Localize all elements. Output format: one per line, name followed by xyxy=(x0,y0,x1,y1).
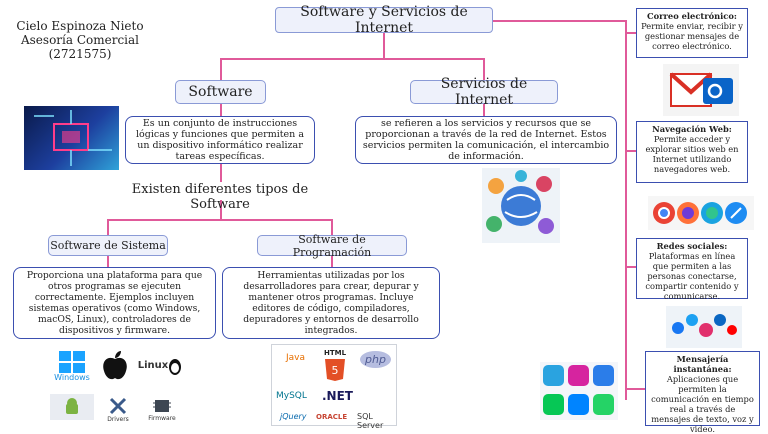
programming-logos: Java HTML 5 php MySQL .NET jQuery ORACLE… xyxy=(271,344,397,430)
apple-logo xyxy=(97,348,133,384)
redes-box: Redes sociales: Plataformas en línea que… xyxy=(636,238,748,301)
oracle-logo: ORACLE xyxy=(316,413,348,421)
drivers-logo: Drivers xyxy=(102,392,134,426)
connector xyxy=(331,256,333,267)
connector xyxy=(220,104,222,116)
servicios-description: se refieren a los servicios y recursos q… xyxy=(355,116,617,164)
connector xyxy=(625,266,636,268)
author-role: Asesoría Comercial xyxy=(20,33,140,47)
mensajeria-title: Mensajería instantánea: xyxy=(673,354,732,374)
author-name: Cielo Espinoza Nieto xyxy=(16,19,144,33)
mensajeria-box: Mensajería instantánea: Aplicaciones que… xyxy=(645,351,760,434)
programacion-node: Software de Programación xyxy=(257,233,407,259)
dotnet-logo: .NET xyxy=(322,389,353,403)
author-code: (2721575) xyxy=(48,47,112,61)
sqlserver-logo: SQL Server xyxy=(357,412,384,430)
types-heading: Existen diferentes tipos de Software xyxy=(131,182,309,212)
linux-logo: Linux xyxy=(136,352,184,378)
connector xyxy=(625,32,636,34)
sistema-node: Software de Sistema xyxy=(48,235,168,256)
software-node: Software xyxy=(175,80,266,104)
connector xyxy=(220,58,484,60)
mensajeria-text: Aplicaciones que permiten la comunicació… xyxy=(651,374,754,434)
html5-shield-icon: 5 xyxy=(325,359,345,381)
connector xyxy=(107,256,109,267)
svg-text:5: 5 xyxy=(332,364,339,377)
connector xyxy=(625,20,627,400)
programacion-description: Herramientas utilizadas por los desarrol… xyxy=(222,267,440,339)
gmail-outlook-icon xyxy=(663,64,739,116)
connector xyxy=(331,219,333,235)
connector xyxy=(493,20,626,22)
html-logo: HTML xyxy=(324,349,347,357)
messaging-apps-icon xyxy=(540,362,618,420)
windows-logo: Windows xyxy=(50,348,94,384)
connector xyxy=(483,58,485,80)
navegacion-title: Navegación Web: xyxy=(652,124,732,134)
firmware-label: Firmware xyxy=(148,414,176,422)
connector xyxy=(220,58,222,80)
browsers-icon xyxy=(648,196,754,230)
connector xyxy=(483,104,485,116)
connector xyxy=(220,164,222,182)
firmware-logo: Firmware xyxy=(142,392,182,426)
correo-box: Correo electrónico: Permite enviar, reci… xyxy=(636,8,748,58)
connector xyxy=(107,219,109,235)
connector xyxy=(625,388,645,390)
author-block: Cielo Espinoza Nieto Asesoría Comercial … xyxy=(16,19,144,61)
java-logo: Java xyxy=(286,353,306,363)
navegacion-text: Permite acceder y explorar sitios web en… xyxy=(645,134,739,174)
jquery-logo: jQuery xyxy=(280,412,307,421)
servicios-node: Servicios de Internet xyxy=(410,76,558,108)
internet-globe-image xyxy=(482,168,560,243)
connector xyxy=(220,200,222,220)
social-networks-icon xyxy=(666,306,742,348)
connector xyxy=(625,150,636,152)
navegacion-box: Navegación Web: Permite acceder y explor… xyxy=(636,121,748,183)
redes-title: Redes sociales: xyxy=(656,241,728,251)
mysql-logo: MySQL xyxy=(276,391,307,401)
php-logo: php xyxy=(360,351,391,368)
page-title: Software y Servicios de Internet xyxy=(275,4,493,36)
correo-text: Permite enviar, recibir y gestionar mens… xyxy=(641,21,743,51)
correo-title: Correo electrónico: xyxy=(647,11,737,21)
software-circuit-image xyxy=(24,106,119,170)
connector xyxy=(107,219,332,221)
windows-label: Windows xyxy=(54,372,90,382)
software-description: Es un conjunto de instrucciones lógicas … xyxy=(125,116,315,164)
linux-label: Linux xyxy=(137,359,169,371)
android-firmware-logo xyxy=(50,394,94,420)
sistema-description: Proporciona una plataforma para que otro… xyxy=(13,267,216,339)
drivers-label: Drivers xyxy=(107,415,129,423)
connector xyxy=(383,33,385,59)
redes-text: Plataformas en línea que permiten a las … xyxy=(645,251,739,301)
